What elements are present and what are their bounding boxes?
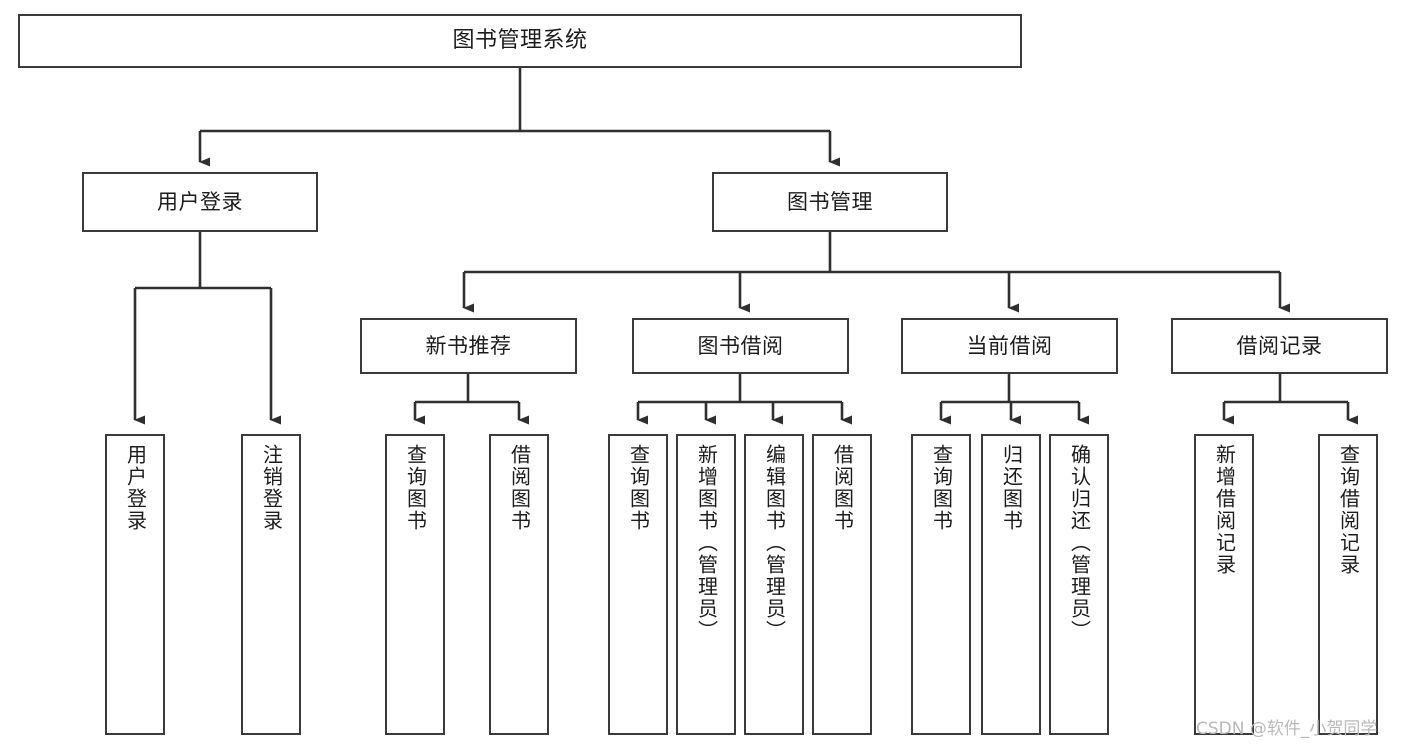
leaf-current-borrow-query-book[interactable]: 查询图书 bbox=[911, 434, 971, 735]
node-label: 借阅图书 bbox=[507, 444, 532, 532]
leaf-user-login-signout[interactable]: 注销登录 bbox=[241, 434, 301, 735]
leaf-current-borrow-confirm-return-admin[interactable]: 确认归还（管理员） bbox=[1049, 434, 1109, 735]
node-label: 图书管理 bbox=[787, 189, 873, 214]
node-label: 图书借阅 bbox=[697, 333, 784, 358]
leaf-borrow-record-add-record[interactable]: 新增借阅记录 bbox=[1194, 434, 1254, 735]
node-label: 编辑图书（管理员） bbox=[762, 444, 787, 642]
node-borrow-record[interactable]: 借阅记录 bbox=[1171, 318, 1388, 374]
node-label: 查询图书 bbox=[403, 444, 428, 532]
node-label: 查询图书 bbox=[626, 444, 651, 532]
node-label: 归还图书 bbox=[999, 444, 1024, 532]
leaf-book-borrow-add-book-admin[interactable]: 新增图书（管理员） bbox=[676, 434, 736, 735]
node-label: 当前借阅 bbox=[966, 333, 1053, 358]
node-label: 注销登录 bbox=[259, 444, 284, 532]
node-book-borrow[interactable]: 图书借阅 bbox=[632, 318, 849, 374]
node-label: 新增借阅记录 bbox=[1212, 444, 1237, 576]
node-label: 查询图书 bbox=[929, 444, 954, 532]
leaf-new-book-borrow-book[interactable]: 借阅图书 bbox=[489, 434, 549, 735]
csdn-watermark: CSDN @软件_小贺同学 bbox=[1196, 719, 1378, 739]
node-label: 借阅记录 bbox=[1236, 333, 1323, 358]
node-new-book-recommend[interactable]: 新书推荐 bbox=[360, 318, 577, 374]
node-root-book-management-system[interactable]: 图书管理系统 bbox=[18, 14, 1022, 68]
node-current-borrow[interactable]: 当前借阅 bbox=[901, 318, 1118, 374]
node-label: 新增图书（管理员） bbox=[694, 444, 719, 642]
leaf-new-book-query-book[interactable]: 查询图书 bbox=[385, 434, 445, 735]
node-label: 确认归还（管理员） bbox=[1067, 444, 1092, 642]
node-label: 新书推荐 bbox=[425, 333, 512, 358]
node-label: 借阅图书 bbox=[830, 444, 855, 532]
leaf-user-login-signin[interactable]: 用户登录 bbox=[105, 434, 165, 735]
node-label: 用户登录 bbox=[157, 189, 243, 214]
leaf-current-borrow-return-book[interactable]: 归还图书 bbox=[981, 434, 1041, 735]
node-book-management[interactable]: 图书管理 bbox=[712, 172, 948, 232]
node-user-login[interactable]: 用户登录 bbox=[82, 172, 318, 232]
node-label: 用户登录 bbox=[123, 444, 148, 532]
node-label: 查询借阅记录 bbox=[1336, 444, 1361, 576]
node-label: 图书管理系统 bbox=[452, 28, 588, 54]
leaf-book-borrow-edit-book-admin[interactable]: 编辑图书（管理员） bbox=[744, 434, 804, 735]
leaf-book-borrow-borrow-book[interactable]: 借阅图书 bbox=[812, 434, 872, 735]
leaf-book-borrow-query-book[interactable]: 查询图书 bbox=[608, 434, 668, 735]
leaf-borrow-record-query-record[interactable]: 查询借阅记录 bbox=[1318, 434, 1378, 735]
